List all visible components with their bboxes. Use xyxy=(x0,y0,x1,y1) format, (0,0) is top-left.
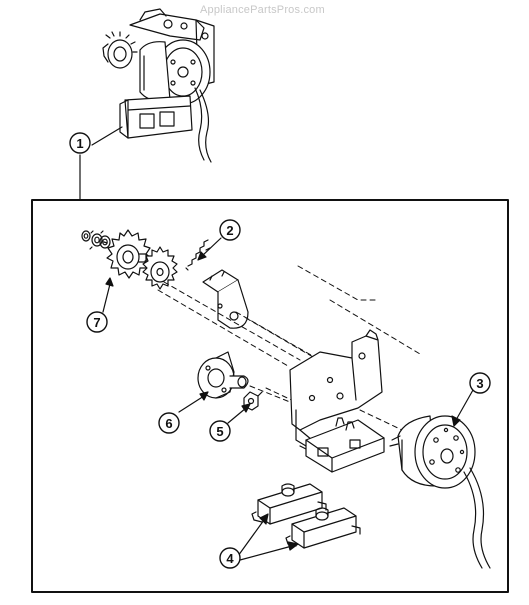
callout-6: 6 xyxy=(158,412,180,434)
callout-7: 7 xyxy=(86,311,108,333)
timer-motor-drawing xyxy=(389,415,491,569)
callout-1-label: 1 xyxy=(76,136,83,151)
callout-4-label: 4 xyxy=(226,551,234,566)
callout-1: 1 xyxy=(69,132,91,154)
bracket-drawing xyxy=(202,269,249,329)
callout-4: 4 xyxy=(219,547,241,569)
callout-2: 2 xyxy=(219,219,241,241)
callout-5-label: 5 xyxy=(216,424,223,439)
sprocket-gear-drawing xyxy=(81,229,152,279)
callout-2-label: 2 xyxy=(226,223,233,238)
timer-assembly-drawing xyxy=(102,8,215,163)
callout-7-label: 7 xyxy=(93,315,100,330)
micro-switch-top-drawing xyxy=(251,483,327,525)
callout-5: 5 xyxy=(209,420,231,442)
mounting-plate-drawing xyxy=(289,329,385,473)
callout-3: 3 xyxy=(469,372,491,394)
star-gear-drawing xyxy=(142,246,178,290)
callout-6-label: 6 xyxy=(165,416,172,431)
cam-hub-drawing xyxy=(197,351,249,399)
exploded-view-frame xyxy=(31,199,509,593)
spring-drawing xyxy=(185,239,211,271)
callout-3-label: 3 xyxy=(476,376,483,391)
watermark-text: AppliancePartsPros.com xyxy=(200,4,325,16)
